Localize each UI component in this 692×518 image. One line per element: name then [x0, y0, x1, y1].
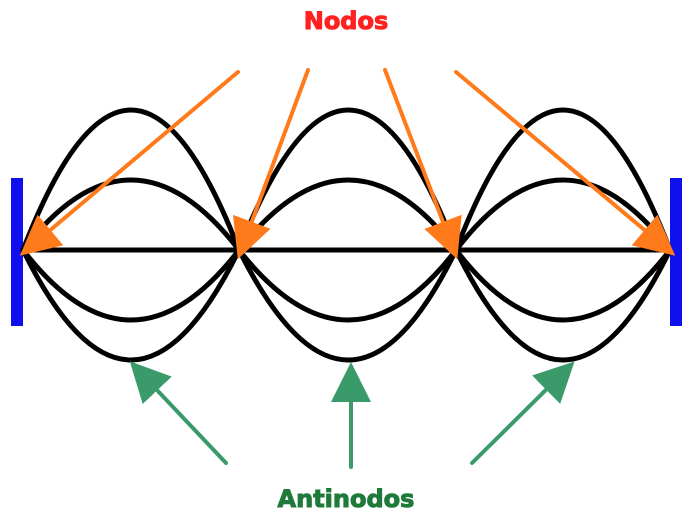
- wave-segment-2-bottom-inner: [236, 247, 459, 323]
- wave-segment-1-top-inner: [20, 177, 242, 253]
- wave-segment-1-top-outer: [20, 107, 242, 253]
- standing-wave: [20, 107, 673, 363]
- wave-segment-2-bottom-outer: [236, 247, 459, 363]
- nodes-title: Nodos: [304, 7, 389, 35]
- wave-segment-1-bottom-outer: [20, 247, 242, 363]
- wave-segment-3-bottom-inner: [453, 247, 673, 323]
- antinode-arrow-3: [470, 361, 575, 465]
- node-arrow-2: [232, 68, 310, 260]
- wave-segment-1-bottom-inner: [20, 247, 242, 323]
- node-arrow-1: [19, 70, 240, 256]
- node-arrow-3: [383, 68, 462, 260]
- node-arrow-4: [454, 70, 676, 256]
- node-arrows: [19, 68, 676, 260]
- wave-segment-2-top-inner: [236, 177, 459, 253]
- wave-segment-3-top-inner: [453, 177, 673, 253]
- wave-segment-3-top-outer: [453, 107, 673, 253]
- antinode-arrows: [129, 361, 575, 469]
- wave-segment-3-bottom-outer: [453, 247, 673, 363]
- antinode-arrow-1: [129, 361, 228, 465]
- antinodes-title: Antinodos: [278, 485, 415, 513]
